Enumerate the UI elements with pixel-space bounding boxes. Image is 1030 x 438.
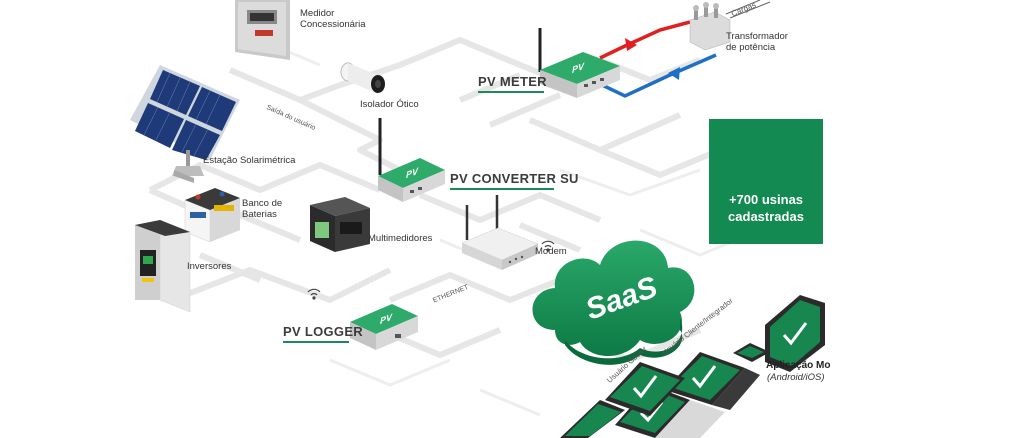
pv-logger-label: PV LOGGER: [283, 324, 363, 339]
app-subtitle: (Android/iOS): [767, 372, 825, 383]
label-multimedidores: Multimedidores: [368, 233, 433, 244]
phone-icon: [733, 343, 770, 362]
label-estacao: Estação Solarimétrica: [203, 155, 296, 166]
pv-meter-device: [538, 28, 620, 98]
app-title: Aplicação Mo: [766, 360, 831, 371]
pv-logger-underline: [283, 341, 349, 343]
optical-isolator-icon: [340, 62, 385, 94]
tablet-icon: [765, 295, 825, 372]
laptop-1-icon: [560, 400, 625, 438]
power-flow-lines: [599, 20, 717, 98]
label-medidor: Medidor Concessionária: [300, 8, 366, 30]
stats-line-2: cadastradas: [728, 209, 804, 224]
label-transformador: Transformador de potência: [726, 31, 788, 53]
transformer-icon: [689, 0, 771, 51]
pv-meter-underline: [478, 91, 544, 93]
pv-meter-label: PV METER: [478, 74, 547, 89]
label-modem: Modem: [535, 246, 567, 257]
multimeter-icon: [310, 197, 370, 252]
stats-panel: +700 usinas cadastradas: [709, 119, 823, 244]
label-banco: Banco de Baterias: [242, 198, 283, 220]
wifi-icon: [541, 240, 555, 252]
label-isolador: Isolador Ótico: [360, 99, 419, 110]
inverter-icon: [135, 219, 191, 313]
laptop-3-icon: [665, 352, 760, 410]
modem-icon: [461, 195, 539, 270]
stats-line-1: +700 usinas: [728, 192, 804, 207]
red-arrow-icon: [625, 38, 637, 51]
pv-logger-device: [350, 304, 418, 350]
stats-text: +700 usinas cadastradas: [709, 191, 823, 225]
label-inversores: Inversores: [187, 261, 232, 272]
utility-meter-icon: [235, 0, 290, 60]
battery-bank-icon: [184, 188, 240, 243]
saas-cloud-icon: [532, 240, 695, 365]
blue-arrow-icon: [668, 67, 680, 80]
pv-converter-device: [378, 118, 445, 202]
logger-wifi-icon: [307, 288, 321, 300]
laptop-4-icon: [605, 362, 685, 416]
pv-converter-label: PV CONVERTER SU: [450, 171, 579, 186]
solar-panel-icon: [130, 65, 240, 183]
pv-converter-underline: [450, 188, 554, 190]
